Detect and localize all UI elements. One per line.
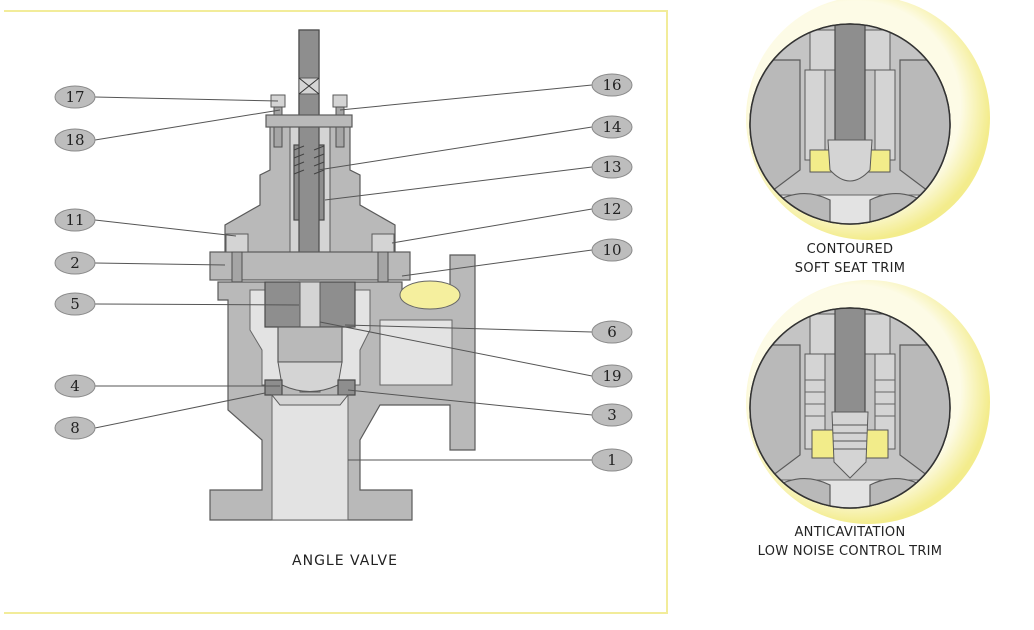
leader-lines — [94, 84, 593, 461]
callout-19-label: 19 — [602, 367, 621, 385]
callout-16-bubble — [591, 73, 633, 97]
callout-1: 1 — [591, 448, 633, 472]
callout-12: 12 — [591, 197, 633, 221]
angle-valve-drawing — [209, 29, 476, 521]
callout-10-label: 10 — [602, 241, 621, 259]
callout-10: 10 — [591, 238, 633, 262]
inset-anticavitation-caption: ANTICAVITATION LOW NOISE CONTROL TRIM — [730, 523, 970, 561]
callout-12-bubble — [591, 197, 633, 221]
callout-13-label: 13 — [602, 158, 621, 176]
diagram-title: ANGLE VALVE — [292, 553, 398, 569]
callout-group: 17 18 11 2 5 4 8 16 14 13 12 10 6 19 3 1 — [54, 73, 633, 472]
seat-ring — [264, 379, 283, 396]
callout-17: 17 — [54, 85, 96, 109]
callout-8-label: 8 — [70, 419, 80, 437]
callout-16-label: 16 — [602, 76, 621, 94]
inset-contoured-line1: CONTOURED — [806, 242, 894, 257]
diagram-frame — [4, 10, 668, 614]
callout-14-bubble — [591, 115, 633, 139]
callout-4-bubble — [54, 374, 96, 398]
callout-11-bubble — [54, 208, 96, 232]
callout-14: 14 — [591, 115, 633, 139]
callout-4: 4 — [54, 374, 96, 398]
callout-18-bubble — [54, 128, 96, 152]
callout-13: 13 — [591, 155, 633, 179]
callout-18-label: 18 — [65, 131, 84, 149]
callout-6-label: 6 — [607, 323, 617, 341]
callout-5-bubble — [54, 292, 96, 316]
callout-14-label: 14 — [602, 118, 621, 136]
inset-anticavitation-line1: ANTICAVITATION — [794, 525, 906, 540]
inset-contoured — [746, 0, 990, 240]
callout-6-bubble — [591, 320, 633, 344]
callout-18: 18 — [54, 128, 96, 152]
callout-2: 2 — [54, 251, 96, 275]
bonnet-flange — [209, 251, 411, 281]
callout-2-bubble — [54, 251, 96, 275]
callout-3-bubble — [591, 403, 633, 427]
callout-8: 8 — [54, 416, 96, 440]
callout-2-label: 2 — [70, 254, 80, 272]
callout-3: 3 — [591, 403, 633, 427]
callout-8-bubble — [54, 416, 96, 440]
callout-17-label: 17 — [65, 88, 84, 106]
inset-contoured-line2: SOFT SEAT TRIM — [794, 261, 906, 276]
callout-12-label: 12 — [602, 200, 621, 218]
valve-plug — [277, 361, 343, 392]
callout-11-label: 11 — [65, 211, 84, 229]
callout-13-bubble — [591, 155, 633, 179]
callout-16: 16 — [591, 73, 633, 97]
callout-10-bubble — [591, 238, 633, 262]
callout-6: 6 — [591, 320, 633, 344]
inlet-passage — [271, 394, 349, 521]
inset-anticavitation-line2: LOW NOISE CONTROL TRIM — [757, 544, 943, 559]
callout-19: 19 — [591, 364, 633, 388]
callout-5-label: 5 — [70, 295, 80, 313]
inset-contoured-caption: CONTOURED SOFT SEAT TRIM — [760, 240, 940, 278]
callout-4-label: 4 — [70, 377, 80, 395]
callout-3-label: 3 — [607, 406, 617, 424]
callout-17-bubble — [54, 85, 96, 109]
callout-11: 11 — [54, 208, 96, 232]
inset-anticavitation — [746, 280, 990, 524]
callout-5: 5 — [54, 292, 96, 316]
callout-1-bubble — [591, 448, 633, 472]
callout-1-label: 1 — [607, 451, 617, 469]
callout-19-bubble — [591, 364, 633, 388]
